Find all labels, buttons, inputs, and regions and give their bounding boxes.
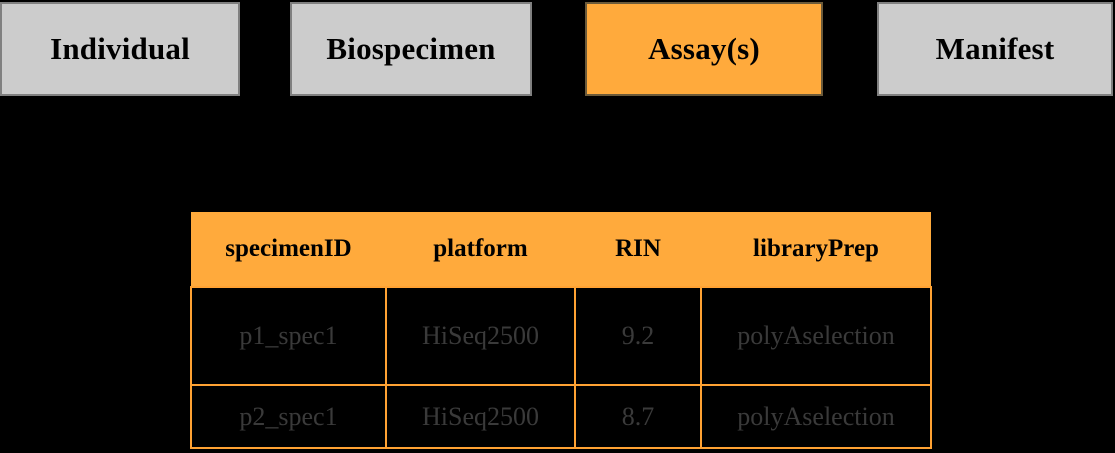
cell-platform[interactable]: HiSeq2500	[385, 384, 576, 449]
cell-specimenid[interactable]: p1_spec1	[190, 286, 387, 386]
tab-individual-label: Individual	[50, 31, 190, 66]
column-header-rin[interactable]: RIN	[575, 212, 701, 287]
tab-assays-label: Assay(s)	[648, 31, 760, 66]
column-header-libraryprep[interactable]: libraryPrep	[701, 212, 931, 287]
cell-libraryprep[interactable]: polyAselection	[700, 286, 932, 386]
cell-rin[interactable]: 9.2	[574, 286, 702, 386]
column-header-platform[interactable]: platform	[386, 212, 575, 287]
tab-manifest-label: Manifest	[935, 31, 1055, 66]
assay-metadata-table: specimenID platform RIN libraryPrep p1_s…	[190, 212, 932, 449]
table-header: specimenID platform RIN libraryPrep	[191, 212, 931, 287]
table-header-row: specimenID platform RIN libraryPrep	[191, 212, 931, 287]
tab-manifest[interactable]: Manifest	[877, 2, 1113, 96]
table-body: p1_spec1 HiSeq2500 9.2 polyAselection p2…	[190, 286, 932, 449]
table-row[interactable]: p2_spec1 HiSeq2500 8.7 polyAselection	[190, 384, 932, 449]
tab-biospecimen[interactable]: Biospecimen	[290, 2, 532, 96]
column-header-specimenid[interactable]: specimenID	[191, 212, 386, 287]
table-row[interactable]: p1_spec1 HiSeq2500 9.2 polyAselection	[190, 286, 932, 386]
cell-rin[interactable]: 8.7	[574, 384, 702, 449]
tab-assays[interactable]: Assay(s)	[585, 2, 823, 96]
cell-libraryprep[interactable]: polyAselection	[700, 384, 932, 449]
tab-individual[interactable]: Individual	[0, 2, 240, 96]
tab-biospecimen-label: Biospecimen	[326, 31, 496, 66]
cell-specimenid[interactable]: p2_spec1	[190, 384, 387, 449]
workflow-tab-bar: Individual Biospecimen Assay(s) Manifest	[0, 2, 1115, 96]
cell-platform[interactable]: HiSeq2500	[385, 286, 576, 386]
